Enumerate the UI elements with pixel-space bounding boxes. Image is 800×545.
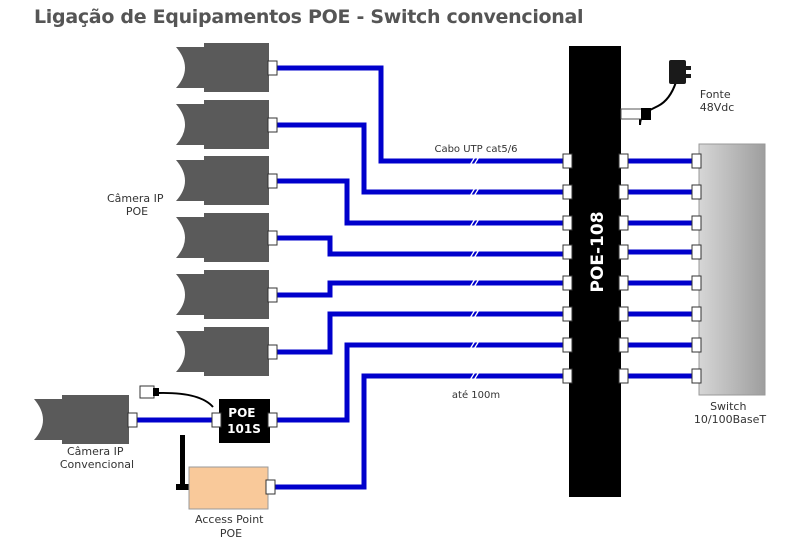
power-adapter [620, 60, 691, 126]
camera-convencional-label: Câmera IP Convencional [60, 445, 134, 471]
camera-ip-poe-2 [176, 100, 278, 149]
switch-label: Switch 10/100BaseT [694, 400, 766, 426]
cable-break-marks [469, 156, 480, 381]
camera-ip-convencional [34, 385, 214, 444]
switch-ports [691, 153, 702, 384]
cable-camera-4 [276, 235, 567, 257]
cable-poe101s [276, 342, 567, 423]
access-point [176, 435, 276, 510]
cable-camera-1 [276, 65, 567, 164]
cable-camera-5 [276, 280, 567, 298]
utp-cables [137, 65, 696, 490]
camera-ip-poe-5 [176, 270, 278, 319]
camera-ip-poe-4 [176, 213, 278, 262]
poe-108-chassis [569, 46, 621, 497]
poe-108-label: POE-108 [588, 211, 608, 292]
switch-body [698, 143, 766, 396]
fonte-label: Fonte 48Vdc [700, 88, 735, 114]
cable-access-point [270, 373, 567, 490]
cable-camera-3 [276, 178, 567, 226]
cable-length-label: até 100m [452, 389, 500, 401]
poe-108-ports-left [562, 153, 573, 384]
poe-101s-label: POE 101S [227, 406, 261, 436]
poe-101s-injector [211, 399, 278, 443]
diagram-title: Ligação de Equipamentos POE - Switch con… [34, 6, 584, 28]
camera-ip-poe-1 [176, 43, 278, 92]
access-point-label: Access Point POE [195, 513, 267, 540]
camera-ip-poe-label: Câmera IP POE [107, 192, 167, 218]
cable-camera-6 [276, 311, 567, 355]
poe-108-ports-right [618, 153, 629, 384]
camera-ip-poe-6 [176, 327, 278, 376]
cable-type-label: Cabo UTP cat5/6 [434, 144, 517, 155]
cable-camera-2 [276, 122, 567, 195]
camera-ip-poe-3 [176, 156, 278, 205]
